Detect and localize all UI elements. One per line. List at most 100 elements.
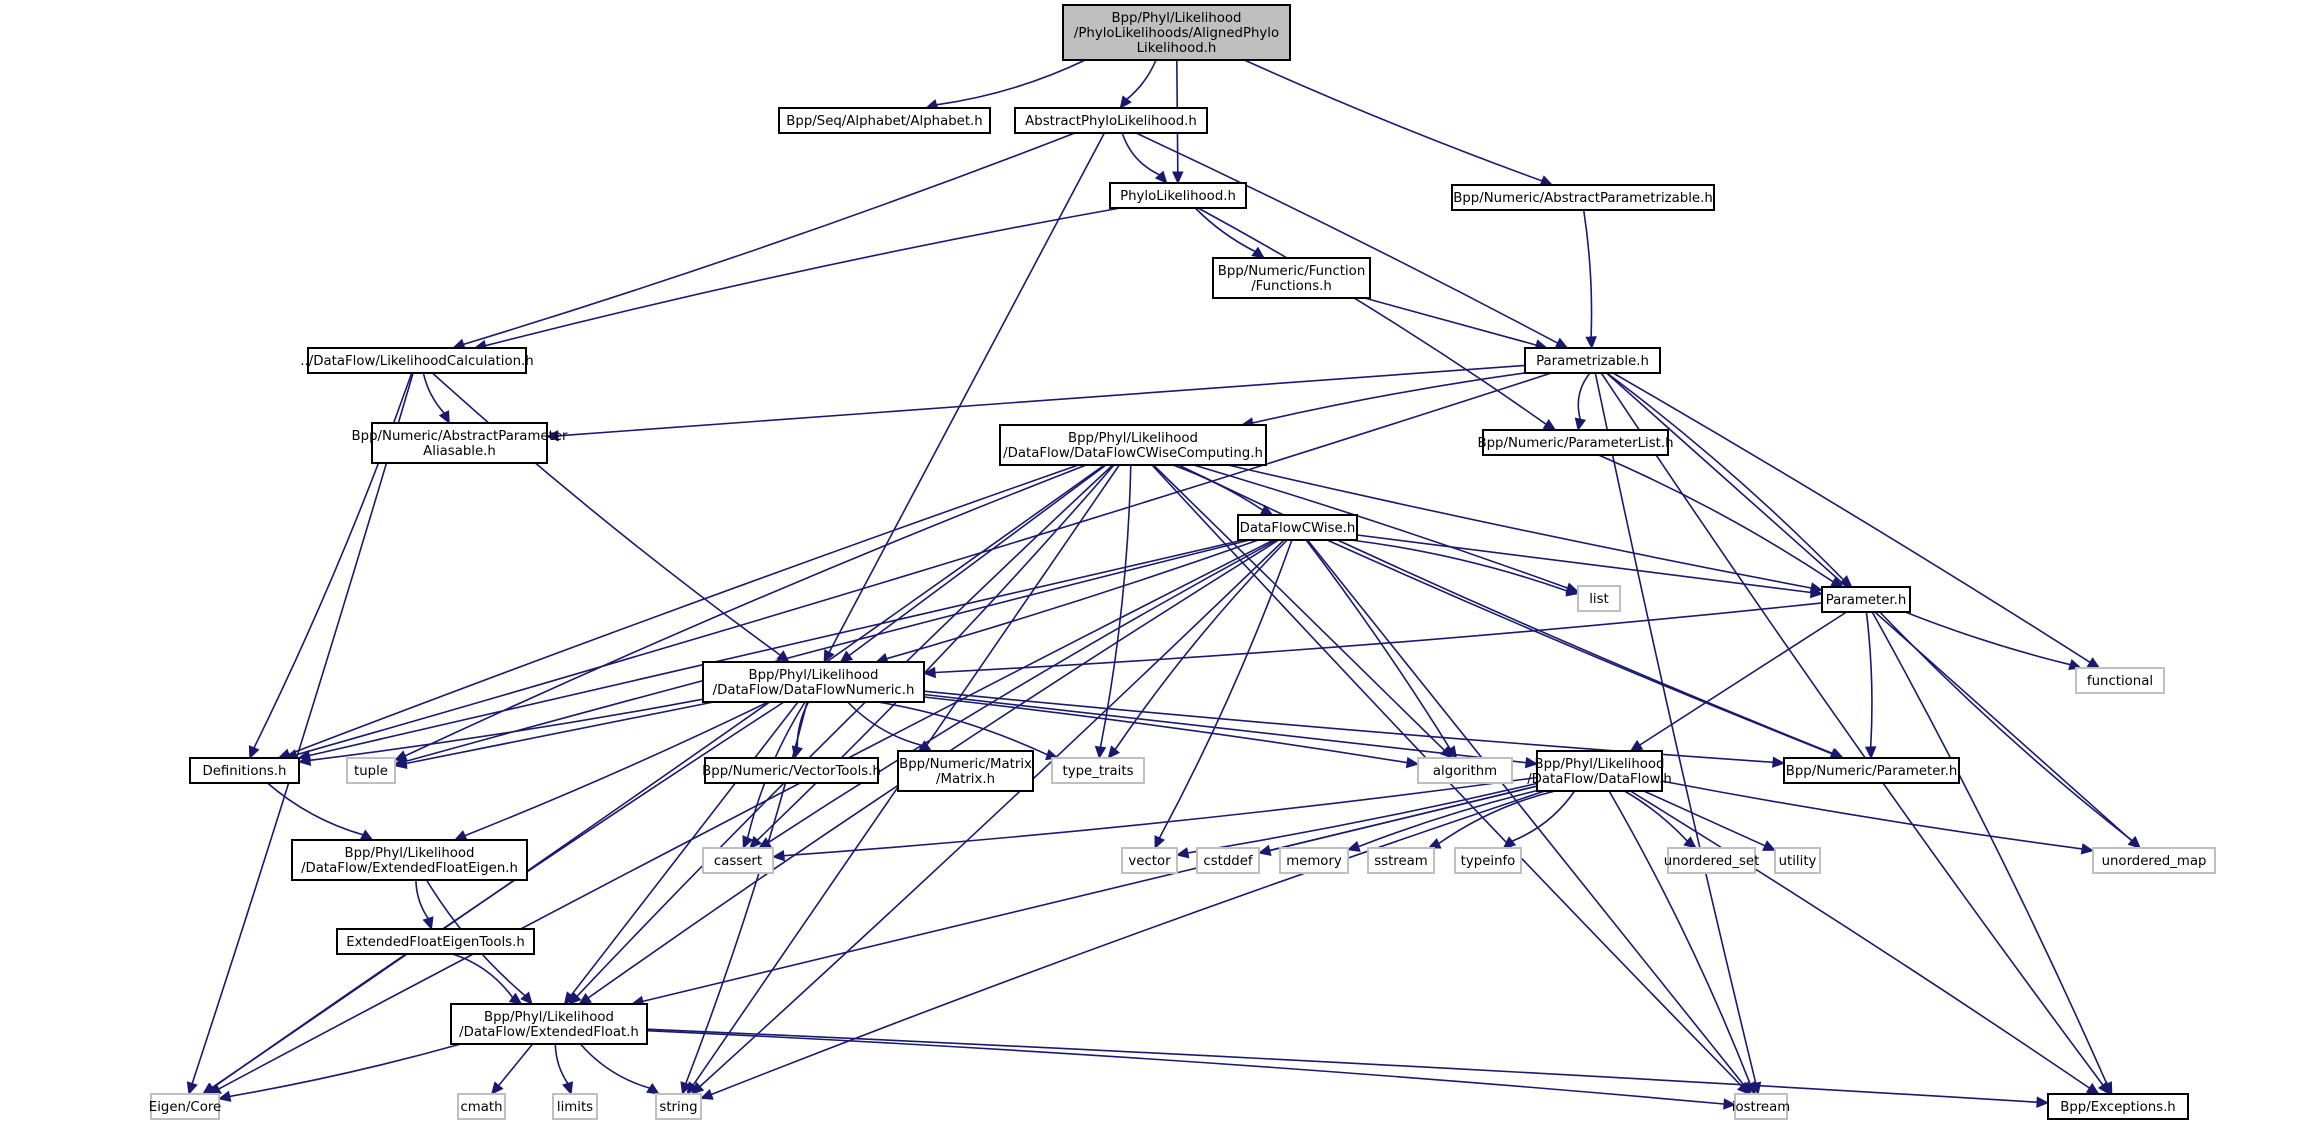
node-numparameter[interactable]: Bpp/Numeric/Parameter.h [1783, 757, 1960, 784]
node-box[interactable] [1536, 750, 1663, 792]
edge-line [1193, 464, 1568, 589]
node-box[interactable] [1109, 182, 1247, 209]
node-box [2075, 667, 2165, 694]
node-efeigentools[interactable]: ExtendedFloatEigenTools.h [336, 928, 535, 955]
node-box[interactable] [1451, 184, 1715, 211]
node-extfloat[interactable]: Bpp/Phyl/Likelihood/DataFlow/ExtendedFlo… [450, 1003, 648, 1045]
node-box [1667, 847, 1756, 874]
node-utility: utility [1774, 847, 1821, 874]
node-definitions[interactable]: Definitions.h [189, 757, 300, 784]
edge-line [828, 132, 1106, 653]
edge-line [1126, 59, 1157, 100]
node-parametrizable[interactable]: Parametrizable.h [1524, 347, 1661, 374]
edge-parameter-to-numeric [922, 602, 1823, 679]
arrowhead-icon [699, 1088, 714, 1100]
node-box[interactable] [189, 757, 300, 784]
edge-abstractphylo-to-phylolik [1121, 132, 1168, 184]
edge-dataflow-to-extfloat [630, 785, 1538, 1007]
node-box[interactable] [999, 424, 1267, 466]
edge-abstractphylo-to-parametrizable [1135, 132, 1569, 349]
edge-likcalc-to-aliasable [422, 372, 450, 425]
node-box[interactable] [371, 422, 548, 464]
edge-line [1121, 132, 1160, 176]
node-numeric[interactable]: Bpp/Phyl/Likelihood/DataFlow/DataFlowNum… [702, 661, 925, 703]
arrowhead-icon [1772, 756, 1786, 768]
node-cwisecomp[interactable]: Bpp/Phyl/Likelihood/DataFlow/DataFlowCWi… [999, 424, 1267, 466]
node-dataflow[interactable]: Bpp/Phyl/Likelihood/DataFlow/DataFlow.h [1527, 750, 1672, 792]
arrowhead-icon [563, 991, 577, 1005]
node-box[interactable] [1524, 347, 1661, 374]
arrowhead-icon [1565, 585, 1580, 597]
arrowhead-icon [839, 650, 854, 663]
node-box[interactable] [778, 107, 991, 134]
node-likcalc[interactable]: ../DataFlow/LikelihoodCalculation.h [300, 347, 534, 374]
node-memory: memory [1279, 847, 1349, 874]
node-abstractparam[interactable]: Bpp/Numeric/AbstractParametrizable.h [1451, 184, 1715, 211]
node-label: /Matrix.h [936, 772, 995, 787]
node-box[interactable] [336, 928, 535, 955]
edge-line [1099, 464, 1132, 748]
node-functions[interactable]: Bpp/Numeric/Function/Functions.h [1212, 257, 1371, 299]
node-cwise[interactable]: DataFlowCWise.h [1237, 514, 1358, 541]
node-label: Aliasable.h [423, 444, 496, 459]
edge-abstractparam-to-parametrizable [1582, 209, 1597, 350]
edge-line [1661, 780, 2083, 850]
arrowhead-icon [1723, 1098, 1737, 1110]
node-paramlist[interactable]: Bpp/Numeric/ParameterList.h [1477, 429, 1674, 456]
edge-extfloat-to-limits [554, 1043, 574, 1096]
arrowhead-icon [202, 1082, 217, 1095]
edge-line [1178, 464, 1834, 755]
node-alphabet[interactable]: Bpp/Seq/Alphabet/Alphabet.h [778, 107, 991, 134]
node-box[interactable] [1482, 429, 1669, 456]
node-label: limits [557, 1100, 593, 1115]
node-box[interactable] [1783, 757, 1960, 784]
edge-line [1197, 207, 1547, 425]
edge-parameter-to-dataflow [1629, 611, 1848, 752]
node-label: sstream [1374, 854, 1428, 869]
node-box[interactable] [1212, 257, 1371, 299]
node-box[interactable] [450, 1003, 648, 1045]
node-box[interactable] [1062, 4, 1291, 61]
edge-functions-to-parametrizable [1364, 297, 1549, 351]
node-box[interactable] [2047, 1093, 2189, 1120]
node-box[interactable] [897, 750, 1034, 792]
arrowhead-icon [297, 754, 312, 766]
node-vectortools[interactable]: Bpp/Numeric/VectorTools.h [702, 757, 881, 784]
node-matrix[interactable]: Bpp/Numeric/Matrix/Matrix.h [897, 750, 1034, 792]
edge-cwise-to-string [691, 539, 1285, 1095]
node-box[interactable] [291, 839, 528, 881]
edge-dataflow-to-memory [1346, 789, 1538, 852]
node-label: ExtendedFloatEigenTools.h [346, 935, 525, 950]
node-phylolik[interactable]: PhyloLikelihood.h [1109, 182, 1247, 209]
node-box [1774, 847, 1821, 874]
node-label: PhyloLikelihood.h [1120, 189, 1236, 204]
arrowhead-icon [1251, 246, 1265, 259]
node-exceptions[interactable]: Bpp/Exceptions.h [2047, 1093, 2189, 1120]
edge-likcalc-to-numeric [431, 372, 790, 663]
node-algorithm: algorithm [1417, 757, 1513, 784]
node-label: Parameter.h [1826, 593, 1907, 608]
edge-line [1594, 372, 1757, 1084]
node-box[interactable] [704, 757, 879, 784]
edge-line [415, 879, 429, 919]
edge-line [1252, 372, 1526, 424]
node-box[interactable] [702, 661, 925, 703]
node-box[interactable] [307, 347, 527, 374]
edge-line [422, 372, 445, 414]
edge-line [452, 953, 514, 998]
edge-line [934, 602, 1823, 674]
node-root[interactable]: Bpp/Phyl/Likelihood/PhyloLikelihoods/Ali… [1062, 4, 1291, 61]
node-box[interactable] [1237, 514, 1358, 541]
edge-parameter-to-unordered_map [1879, 611, 2142, 849]
node-efeigen[interactable]: Bpp/Phyl/Likelihood/DataFlow/ExtendedFlo… [291, 839, 528, 881]
node-box[interactable] [1014, 107, 1208, 134]
node-list: list [1577, 585, 1621, 612]
node-abstractphylo[interactable]: AbstractPhyloLikelihood.h [1014, 107, 1208, 134]
node-parameter[interactable]: Parameter.h [1821, 586, 1911, 613]
node-box[interactable] [1821, 586, 1911, 613]
arrowhead-icon [393, 757, 408, 770]
node-label: Parametrizable.h [1536, 354, 1649, 369]
node-typeinfo: typeinfo [1454, 847, 1522, 874]
